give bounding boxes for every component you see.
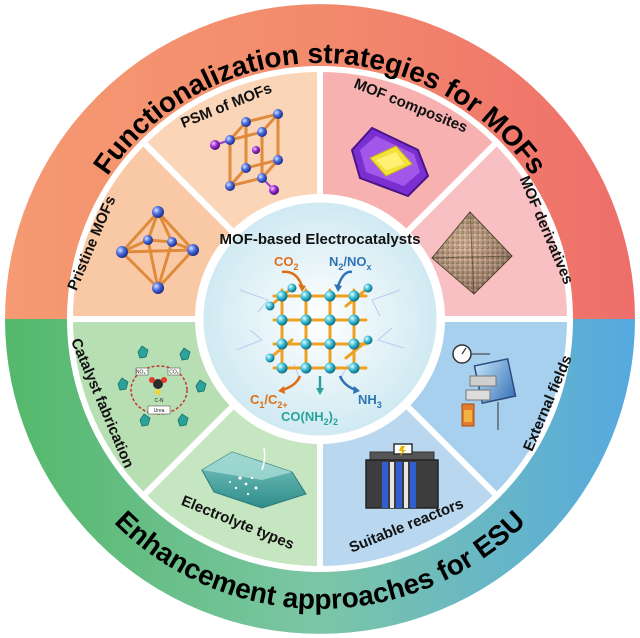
electrolyte-illustration (201, 447, 307, 509)
external-fields-illustration (452, 344, 517, 430)
reactor-illustration (365, 443, 439, 509)
mof-lattice-illustration (235, 283, 405, 381)
cube-illustration (210, 109, 283, 195)
c1-c2-label: C1/C2+ (250, 392, 288, 410)
composite-illustration (350, 126, 430, 198)
octahedron-illustration (116, 206, 199, 294)
n2-arrow (336, 270, 353, 287)
derivative-octahedron-illustration (431, 211, 513, 295)
co2-arrow (281, 270, 304, 287)
scheme-no3: NO₃⁻ (136, 370, 149, 376)
scheme-co2: CO₂ (169, 370, 179, 376)
n2-nox-label: N2/NOx (329, 254, 372, 272)
catalyst-scheme-illustration: NO₃⁻ CO₂ C-N Urea (117, 345, 207, 427)
urea-label: CO(NH2)2 (281, 409, 338, 427)
co2-label: CO2 (274, 254, 299, 272)
nh3-label: NH3 (358, 392, 382, 410)
center-title: MOF-based Electrocatalysts (220, 231, 421, 248)
scheme-urea: Urea (154, 408, 165, 414)
scheme-cn: C-N (155, 398, 164, 404)
